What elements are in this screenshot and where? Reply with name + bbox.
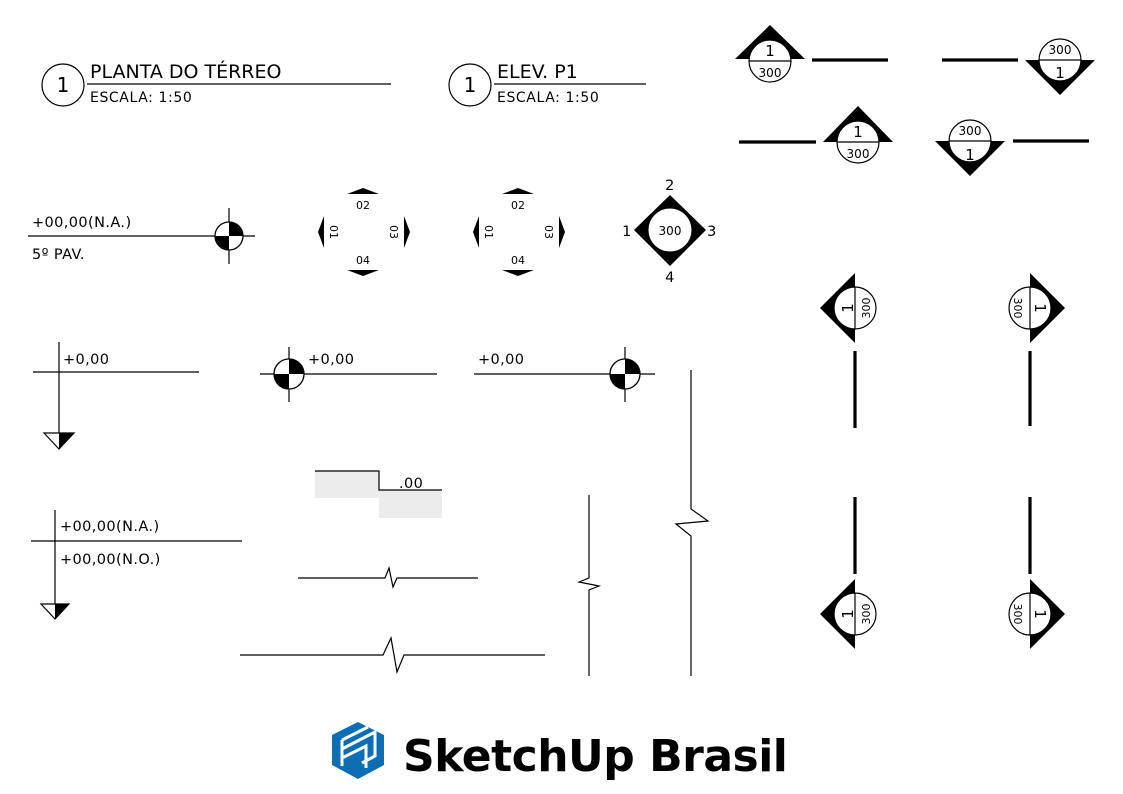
title-block-number: 1 <box>464 73 477 97</box>
title-block-title: PLANTA DO TÉRREO <box>90 60 281 83</box>
arrow-label-left: 01 <box>482 225 495 239</box>
level-label-na: +00,00(N.A.) <box>32 215 132 231</box>
break-line-long <box>240 636 545 675</box>
level-mark-zero-arrow: +0,00 <box>33 342 199 450</box>
diamond-center-label: 300 <box>659 224 682 238</box>
section-marker-up-left: 1 300 <box>735 25 888 83</box>
level-label-no: +00,00(N.O.) <box>60 552 161 568</box>
title-block-scale: ESCALA: 1:50 <box>497 90 599 106</box>
marker-left-label: 300 <box>1011 604 1024 625</box>
marker-bottom-label: 1 <box>965 146 975 164</box>
level-label-zero: +0,00 <box>63 352 109 368</box>
title-block-number: 1 <box>57 73 70 97</box>
diamond-bottom-label: 4 <box>665 270 675 286</box>
diamond-top-label: 2 <box>665 178 675 194</box>
level-mark-zero-right-target: +0,00 <box>474 347 655 402</box>
level-label-zero: +0,00 <box>478 352 524 368</box>
level-label-zero: +0,00 <box>308 352 354 368</box>
sketchup-logo: SketchUp Brasil <box>332 722 788 782</box>
marker-bottom-label: 300 <box>847 147 870 161</box>
marker-right-label: 300 <box>860 604 873 625</box>
section-marker-vertical-3: 1 300 <box>820 497 877 649</box>
level-label-na: +00,00(N.A.) <box>60 519 160 535</box>
level-mark-zero-left-target: +0,00 <box>260 347 437 402</box>
section-marker-down-left: 300 1 <box>935 119 1089 176</box>
break-line-vertical-long <box>674 370 710 676</box>
marker-left-label: 1 <box>839 303 857 313</box>
break-line-vertical-short <box>576 495 602 676</box>
elevation-arrow-group-1: 02 04 01 03 <box>318 188 410 276</box>
arrow-label-bottom: 04 <box>511 254 525 267</box>
logo-wordmark: SketchUp Brasil <box>403 731 787 782</box>
arrow-label-left: 01 <box>327 225 340 239</box>
title-block-planta: 1 PLANTA DO TÉRREO ESCALA: 1:50 <box>41 60 391 107</box>
elevation-arrow-group-2: 02 04 01 03 <box>473 188 565 276</box>
arrow-label-right: 03 <box>387 225 400 239</box>
step-level-label: .00 <box>399 476 423 492</box>
marker-left-label: 1 <box>839 609 857 619</box>
diamond-left-label: 1 <box>622 224 632 240</box>
level-mark-floor: +00,00(N.A.) 5º PAV. <box>28 208 255 264</box>
level-label-floor: 5º PAV. <box>32 247 85 263</box>
arrow-label-top: 02 <box>356 199 370 212</box>
arrow-label-top: 02 <box>511 199 525 212</box>
marker-top-label: 300 <box>1049 43 1072 57</box>
section-marker-vertical-4: 300 1 <box>1008 497 1065 649</box>
marker-top-label: 1 <box>765 42 775 60</box>
marker-right-label: 300 <box>860 298 873 319</box>
marker-right-label: 1 <box>1031 303 1049 313</box>
marker-top-label: 1 <box>853 123 863 141</box>
arrow-label-right: 03 <box>542 225 555 239</box>
arrow-label-bottom: 04 <box>356 254 370 267</box>
section-marker-vertical-2: 300 1 <box>1008 273 1065 426</box>
title-block-scale: ESCALA: 1:50 <box>90 90 192 106</box>
section-marker-up-right: 1 300 <box>739 106 893 164</box>
section-marker-vertical-1: 1 300 <box>820 273 877 428</box>
level-mark-na-no: +00,00(N.A.) +00,00(N.O.) <box>31 510 242 620</box>
break-line-short <box>298 565 478 589</box>
elevation-diamond-marker: 300 2 1 3 4 <box>622 178 717 286</box>
marker-left-label: 300 <box>1011 298 1024 319</box>
sketchup-cube-icon <box>332 722 384 779</box>
step-level-mark: .00 <box>315 470 442 518</box>
marker-bottom-label: 300 <box>759 66 782 80</box>
section-marker-down-right: 300 1 <box>942 38 1095 95</box>
marker-top-label: 300 <box>959 124 982 138</box>
title-block-elevation: 1 ELEV. P1 ESCALA: 1:50 <box>448 61 646 107</box>
marker-bottom-label: 1 <box>1055 64 1065 82</box>
diamond-right-label: 3 <box>707 224 717 240</box>
title-block-title: ELEV. P1 <box>497 61 578 83</box>
marker-right-label: 1 <box>1031 609 1049 619</box>
